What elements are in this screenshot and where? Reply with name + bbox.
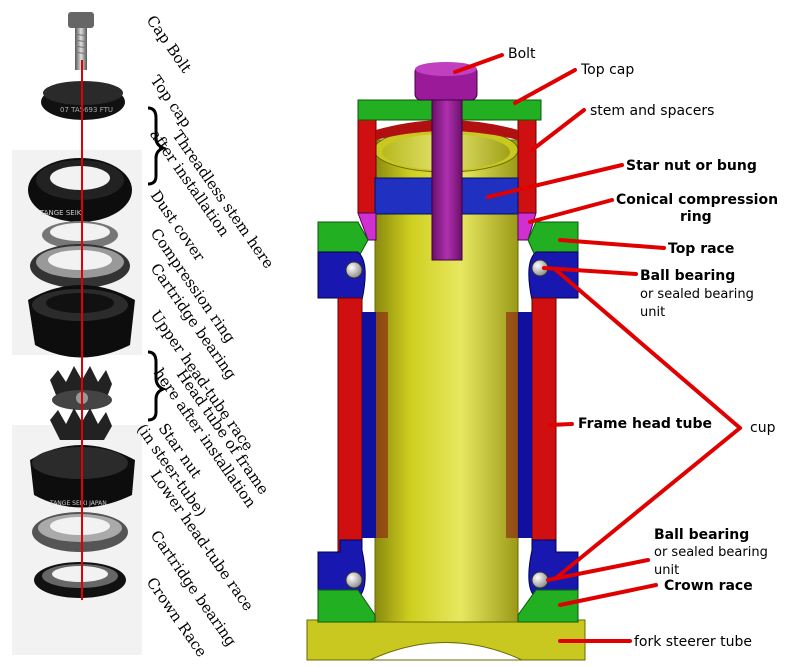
stem-brace (147, 106, 167, 186)
svg-text:07 TA5693 FTU: 07 TA5693 FTU (60, 106, 113, 114)
label-frame-head-tube: Frame head tube (578, 416, 712, 432)
label-stem-spacers: stem and spacers (590, 103, 714, 119)
label-ball-bearing-bottom: Ball bearing (654, 527, 749, 543)
crown-race-right (517, 589, 579, 623)
lower-cup-right (528, 539, 579, 599)
label-top-race: Top race (668, 241, 734, 257)
label-compression-ring-right: Conical compression ring (616, 192, 783, 225)
label-fork-steerer: fork steerer tube (634, 634, 752, 650)
stem-spacer-left (357, 117, 377, 214)
compression-ring-left (357, 212, 377, 241)
label-star-nut-bung: Star nut or bung (626, 158, 757, 174)
ball-bearing-top-left (345, 261, 363, 279)
label-sealed-unit-top: or sealed bearing unit (640, 287, 758, 320)
ball-bearing-bottom-right (531, 571, 549, 589)
headtube-brace (147, 350, 167, 422)
bolt-shaft (431, 99, 463, 261)
stem-spacer-right (517, 117, 537, 214)
label-top-cap-right: Top cap (580, 62, 634, 78)
label-cup: cup (750, 420, 776, 436)
frame-head-tube-left (337, 297, 363, 553)
label-sealed-unit-bottom: or sealed bearing unit (654, 545, 772, 578)
cross-section (306, 62, 586, 661)
compression-ring-part (42, 221, 118, 249)
ball-bearing-bottom-left (345, 571, 363, 589)
cartridge-bearing-lower-part (32, 512, 128, 552)
photo-labels: Cap Bolt Top cap Threadless stem here af… (133, 12, 278, 660)
label-crown-race-right: Crown race (664, 578, 753, 594)
section-labels: Bolt Top cap stem and spacers Star nut o… (508, 46, 783, 650)
lower-cup-left (317, 539, 366, 599)
exploded-photo: 07 TA5693 FTU TANGE SEIKI (12, 12, 167, 655)
cartridge-bearing-upper-part (30, 244, 130, 288)
label-top-cap: Top cap (147, 72, 196, 131)
label-bolt: Bolt (508, 46, 536, 62)
crown-race-part (34, 562, 126, 598)
label-cap-bolt: Cap Bolt (143, 12, 195, 76)
cap-bolt-part (68, 12, 94, 70)
label-ball-bearing-top: Ball bearing (640, 268, 735, 284)
brand-text-lower: TANGE SEIKI JAPAN (49, 500, 107, 507)
dust-cover-part: TANGE SEIKI (28, 158, 132, 222)
crown-race-left (317, 589, 376, 623)
leader-lines (453, 53, 742, 643)
brand-text: TANGE SEIKI (39, 209, 83, 217)
